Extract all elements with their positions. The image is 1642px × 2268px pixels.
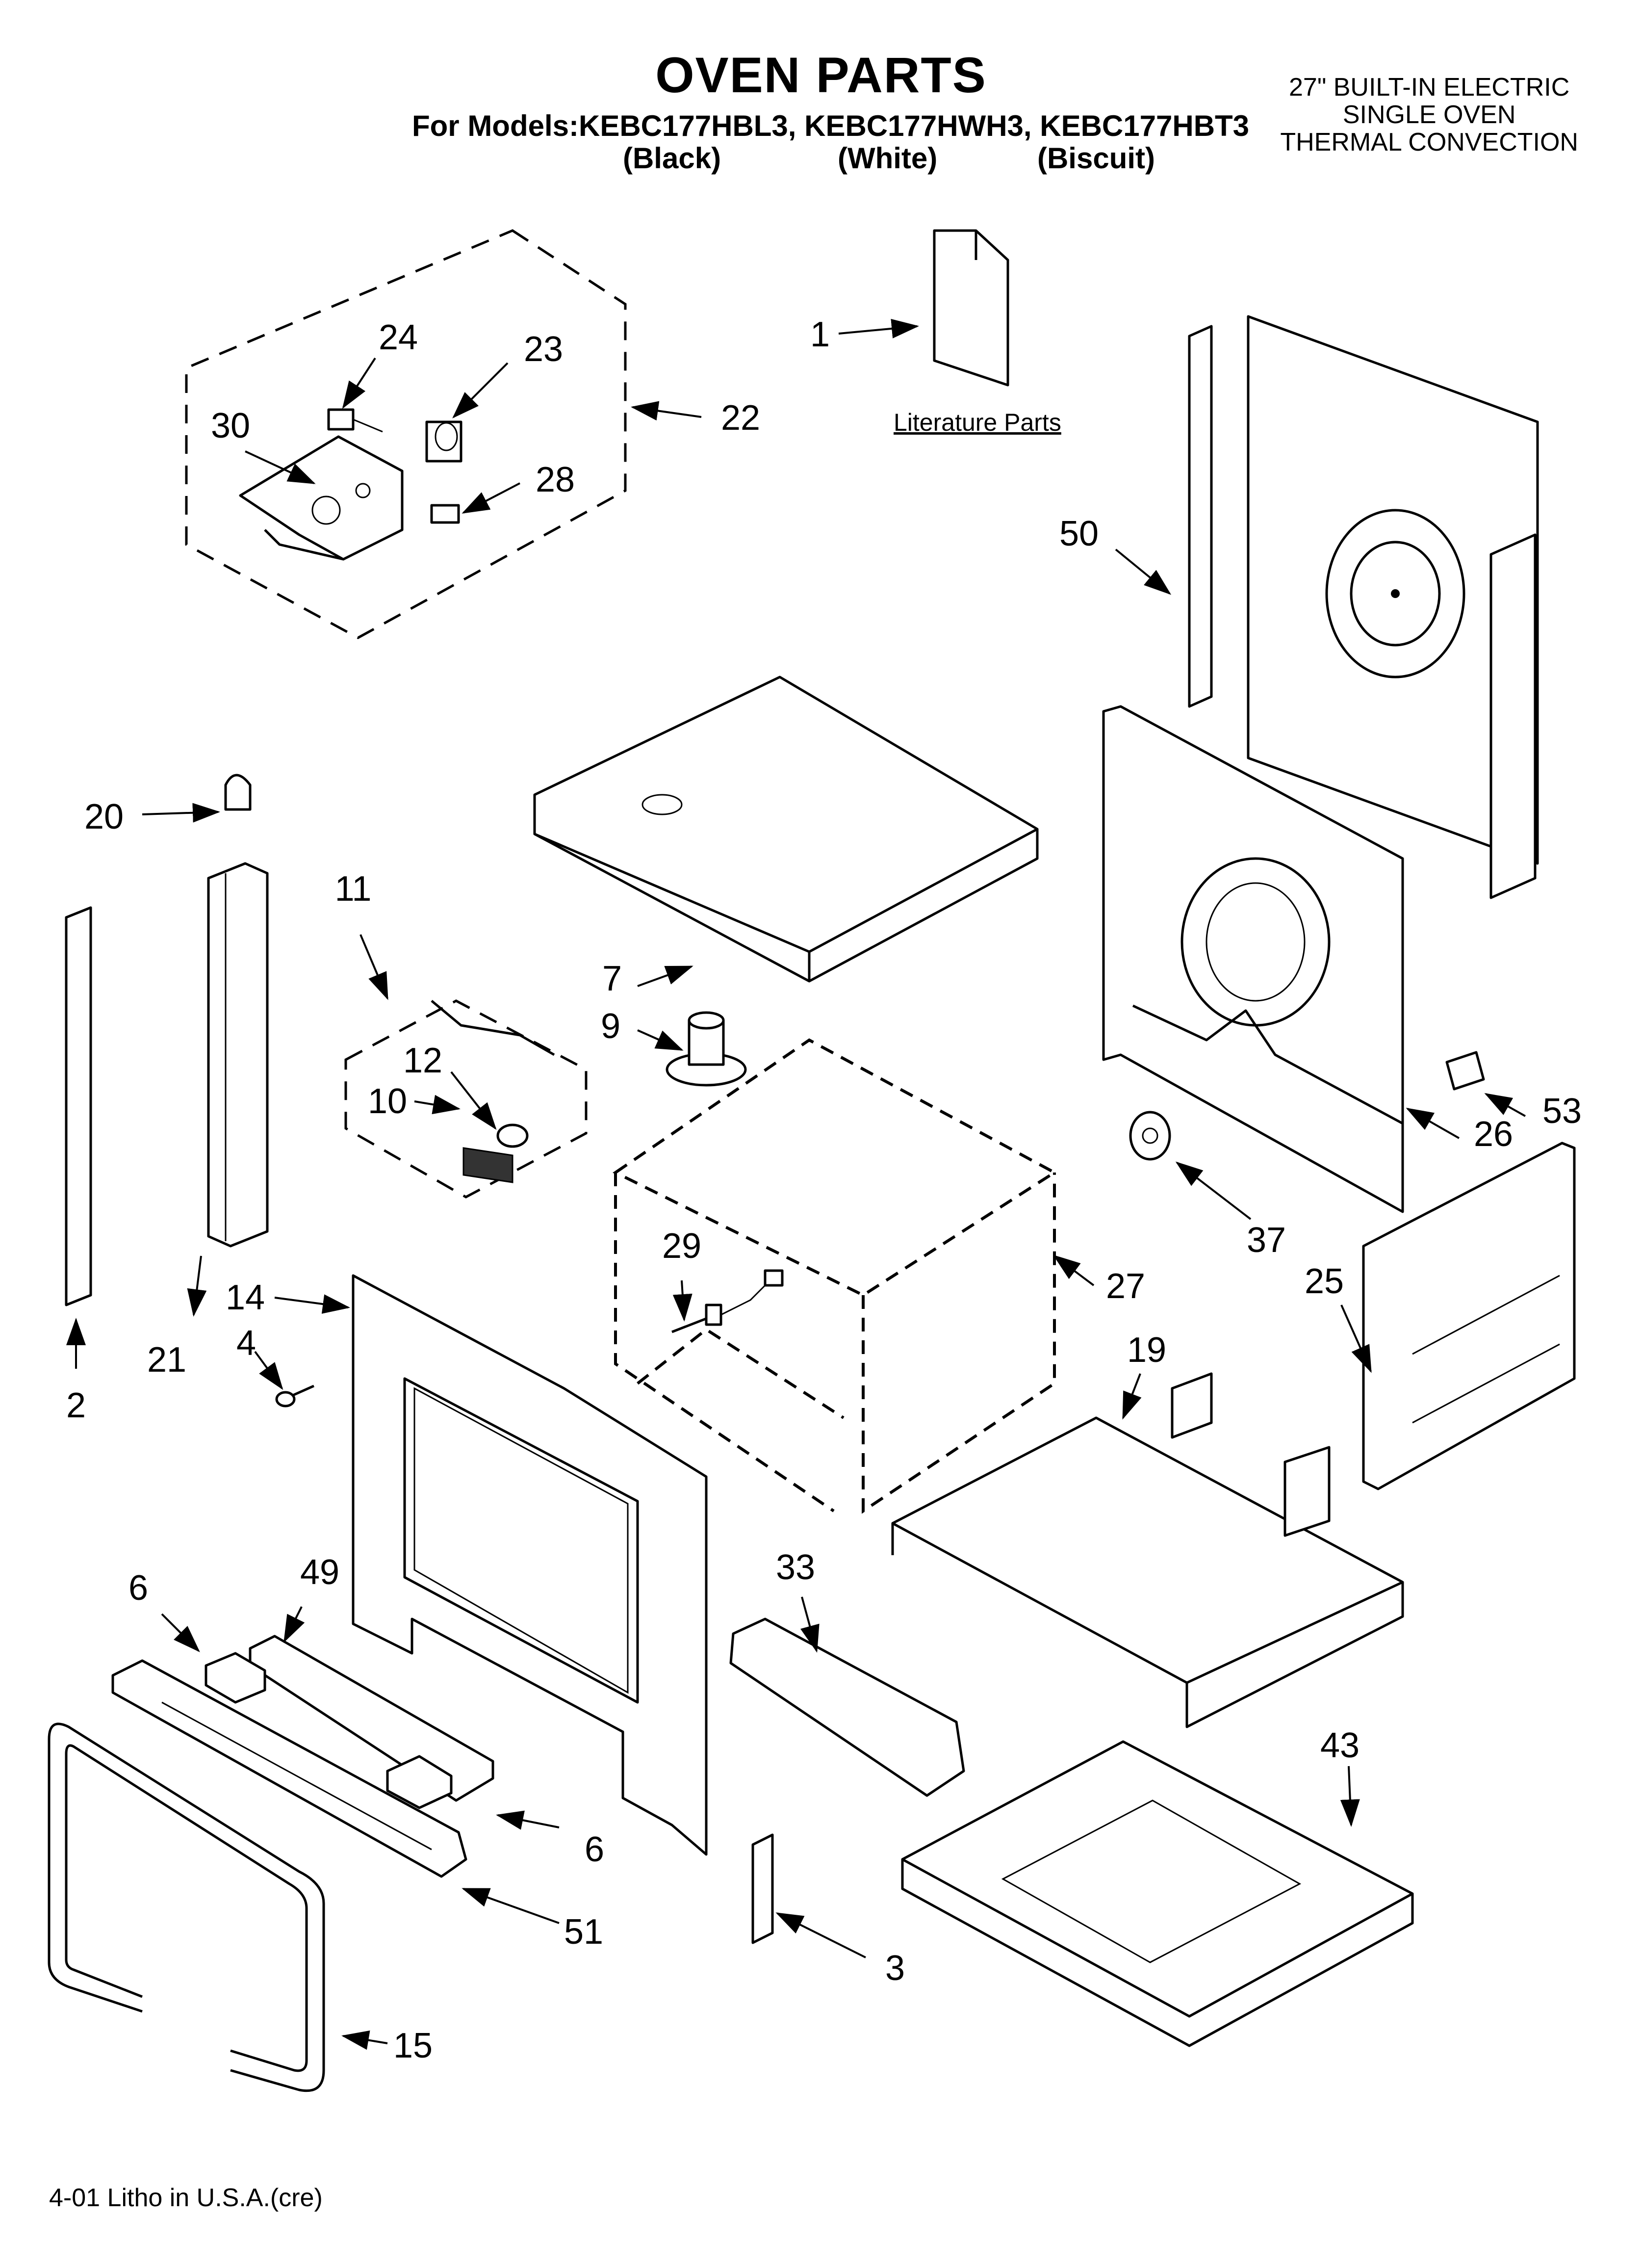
callout-30: 30 [210, 406, 251, 445]
callout-29: 29 [662, 1226, 702, 1266]
part-11-light-kit [344, 999, 588, 1199]
page-title: OVEN PARTS [655, 47, 987, 103]
part-7-top-panel [533, 676, 1039, 983]
part-24-switch [327, 408, 383, 433]
callout-37: 37 [1246, 1221, 1286, 1260]
callout-21: 21 [147, 1340, 187, 1380]
callout-11: 11 [334, 869, 372, 909]
callout-4: 4 [236, 1324, 257, 1363]
callout-50: 50 [1059, 514, 1099, 553]
leader-lines [66, 318, 1526, 2050]
part-53-bracket [1445, 1051, 1485, 1091]
callout-22: 22 [720, 398, 761, 438]
description-line-3: THERMAL CONVECTION [1280, 128, 1578, 156]
part-26-convection-panel [1102, 705, 1404, 1213]
part-30-bracket [239, 435, 404, 561]
part-23-relay [425, 420, 462, 463]
part-6-spacer [205, 1652, 266, 1704]
callout-53: 53 [1542, 1092, 1582, 1131]
part-49-vent-bar [249, 1635, 494, 1809]
part-15-door-gasket [48, 1722, 325, 2092]
part-51-vent-cover [111, 1659, 467, 1878]
callout-33: 33 [775, 1548, 816, 1587]
callout-24: 24 [378, 318, 418, 357]
callout-25: 25 [1304, 1262, 1344, 1301]
callout-9: 9 [600, 1007, 621, 1046]
callout-19: 19 [1127, 1330, 1167, 1370]
part-19-bottom-tray [891, 1372, 1404, 1728]
product-description: 27" BUILT-IN ELECTRIC SINGLE OVEN THERMA… [1280, 74, 1578, 156]
part-27-oven-cavity [613, 1038, 1057, 1514]
color-black-label: (Black) [623, 142, 721, 175]
part-14-front-frame [352, 1274, 708, 1856]
callout-12: 12 [403, 1041, 443, 1080]
callout-7: 7 [602, 959, 622, 998]
callout-6a: 6 [128, 1568, 149, 1608]
callout-1: 1 [810, 315, 830, 354]
part-12-bulb [496, 1123, 529, 1148]
callout-15: 15 [393, 2026, 433, 2065]
description-line-2: SINGLE OVEN [1342, 101, 1516, 129]
callout-2: 2 [66, 1386, 86, 1425]
part-37-thermal-fuse [1129, 1111, 1171, 1161]
part-20-cap [224, 774, 252, 811]
footer-litho: 4-01 Litho in U.S.A.(cre) [49, 2184, 323, 2212]
part-3-bracket [751, 1833, 774, 1944]
literature-parts-label: Literature Parts [894, 409, 1061, 436]
callout-49: 49 [300, 1553, 340, 1592]
part-1-literature [933, 229, 1009, 387]
color-white-label: (White) [838, 142, 938, 175]
part-43-lower-frame [901, 1740, 1414, 2047]
part-25-side-panel [1362, 1142, 1576, 1490]
callout-43: 43 [1320, 1726, 1360, 1765]
part-33-channel [729, 1617, 965, 1797]
callout-6b: 6 [584, 1830, 605, 1869]
part-2-trim-strip [65, 906, 92, 1306]
part-4-screw [275, 1384, 315, 1408]
callout-3: 3 [885, 1949, 905, 1988]
callout-20: 20 [84, 797, 124, 836]
part-22-component-group [185, 229, 627, 639]
callout-23: 23 [523, 330, 564, 369]
model-numbers: For Models:KEBC177HBL3, KEBC177HWH3, KEB… [412, 109, 1250, 142]
description-line-1: 27" BUILT-IN ELECTRIC [1289, 73, 1570, 102]
part-50-back-panel [1188, 315, 1539, 899]
part-10-lens [462, 1147, 513, 1183]
color-biscuit-label: (Biscuit) [1037, 142, 1155, 175]
callout-51: 51 [564, 1912, 604, 1952]
callout-27: 27 [1105, 1267, 1146, 1306]
part-21-side-trim [207, 862, 269, 1248]
part-28-connector [430, 504, 460, 524]
callout-28: 28 [535, 460, 575, 499]
part-9-fan [666, 1011, 747, 1087]
callout-26: 26 [1473, 1115, 1514, 1154]
callout-10: 10 [367, 1082, 408, 1121]
part-29-probe [671, 1269, 784, 1333]
callout-14: 14 [225, 1278, 265, 1317]
